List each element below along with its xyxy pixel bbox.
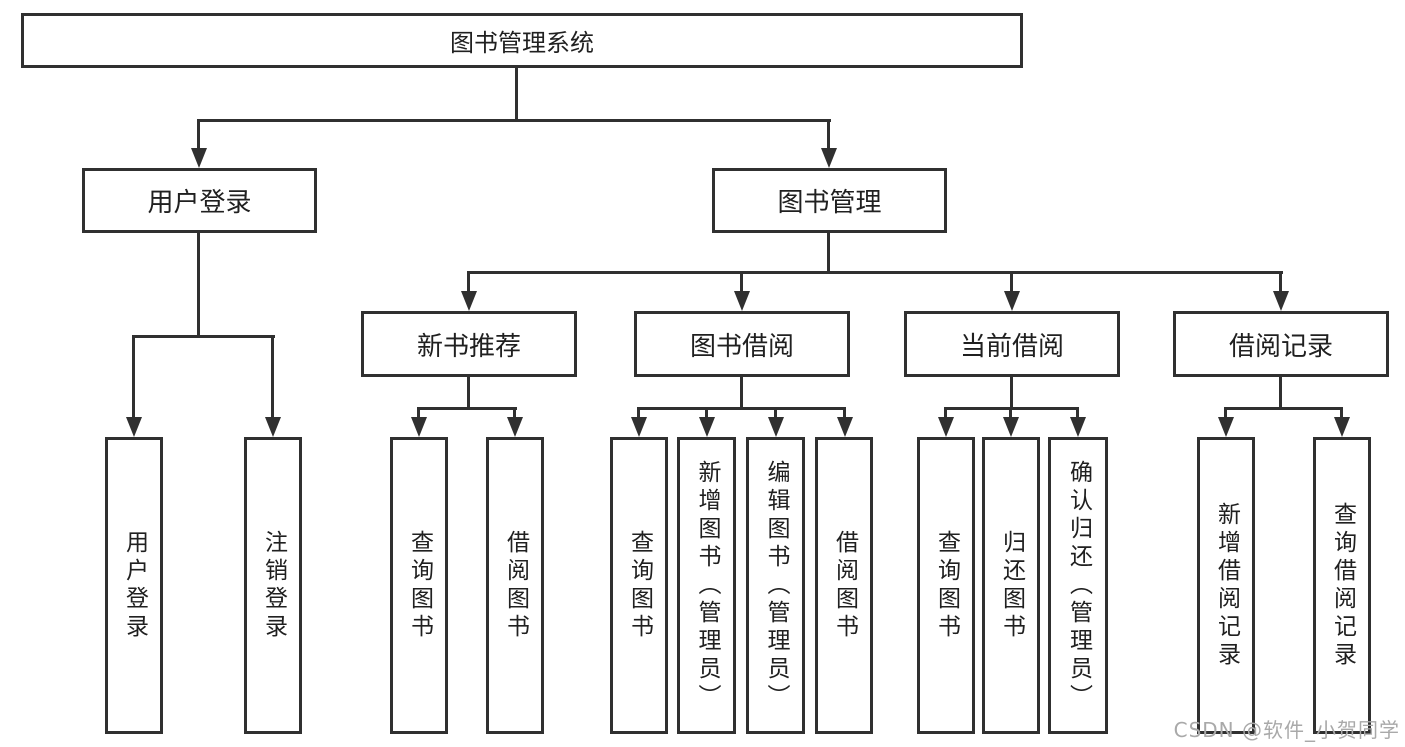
connector-line (197, 233, 200, 338)
node-label: 用户登录 (121, 529, 148, 642)
arrowhead-down (734, 291, 750, 311)
node-book-management: 图书管理 (712, 168, 947, 233)
leaf-query-borrow-record: 查询借阅记录 (1313, 437, 1371, 734)
connector-line (132, 335, 135, 419)
connector-line (944, 407, 947, 421)
leaf-add-book-admin: 新增图书（管理员） (677, 437, 736, 734)
connector-line (271, 335, 274, 419)
connector-line (468, 271, 1283, 274)
arrowhead-down (265, 417, 281, 437)
arrowhead-down (1070, 417, 1086, 437)
connector-line (197, 119, 831, 122)
node-library-management-system: 图书管理系统 (21, 13, 1023, 68)
arrowhead-down (699, 417, 715, 437)
connector-line (827, 119, 830, 151)
leaf-confirm-return-admin: 确认归还（管理员） (1048, 437, 1108, 734)
arrowhead-down (1334, 417, 1350, 437)
node-label: 新增借阅记录 (1213, 501, 1240, 670)
leaf-query-books-1: 查询图书 (390, 437, 448, 734)
node-label: 查询图书 (626, 529, 653, 642)
arrowhead-down (461, 291, 477, 311)
connector-line (740, 377, 743, 410)
arrowhead-down (191, 148, 207, 168)
arrowhead-down (837, 417, 853, 437)
connector-line (774, 407, 777, 421)
node-label: 图书借阅 (689, 331, 794, 362)
arrowhead-down (1003, 417, 1019, 437)
leaf-user-login: 用户登录 (105, 437, 163, 734)
node-label: 借阅图书 (502, 529, 529, 642)
node-label: 查询借阅记录 (1329, 501, 1356, 670)
connector-line (418, 407, 517, 410)
node-label: 新书推荐 (416, 331, 521, 362)
connector-line (133, 335, 275, 338)
node-book-borrowing: 图书借阅 (634, 311, 850, 377)
arrowhead-down (821, 148, 837, 168)
arrowhead-down (768, 417, 784, 437)
connector-line (1340, 407, 1343, 421)
leaf-query-books-2: 查询图书 (610, 437, 668, 734)
connector-line (467, 377, 470, 410)
arrowhead-down (126, 417, 142, 437)
connector-line (467, 271, 470, 293)
node-label: 编辑图书（管理员） (763, 459, 789, 712)
connector-line (417, 407, 420, 421)
connector-line (705, 407, 708, 421)
leaf-query-books-3: 查询图书 (917, 437, 975, 734)
connector-line (513, 407, 516, 421)
node-label: 确认归还（管理员） (1065, 459, 1092, 712)
connector-line (637, 407, 640, 421)
arrowhead-down (411, 417, 427, 437)
connector-line (945, 407, 1079, 410)
connector-line (638, 407, 846, 410)
arrowhead-down (938, 417, 954, 437)
node-label: 查询图书 (933, 529, 960, 642)
node-label: 用户登录 (147, 188, 252, 218)
node-label: 新增图书（管理员） (694, 459, 720, 712)
node-label: 图书管理系统 (450, 29, 594, 57)
node-label: 查询图书 (406, 529, 433, 642)
connector-line (1279, 271, 1282, 293)
leaf-return-book: 归还图书 (982, 437, 1040, 734)
arrowhead-down (1004, 291, 1020, 311)
arrowhead-down (1218, 417, 1234, 437)
node-current-borrowing: 当前借阅 (904, 311, 1120, 377)
connector-line (197, 119, 200, 151)
connector-line (1009, 407, 1012, 421)
connector-line (740, 271, 743, 293)
connector-line (1076, 407, 1079, 421)
connector-line (827, 233, 830, 274)
node-label: 当前借阅 (959, 331, 1064, 362)
node-label: 注销登录 (260, 529, 287, 642)
arrowhead-down (631, 417, 647, 437)
leaf-logout: 注销登录 (244, 437, 302, 734)
leaf-borrow-books-2: 借阅图书 (815, 437, 873, 734)
connector-line (1279, 377, 1282, 410)
arrowhead-down (1273, 291, 1289, 311)
node-label: 借阅图书 (831, 529, 858, 642)
leaf-add-borrow-record: 新增借阅记录 (1197, 437, 1255, 734)
node-label: 借阅记录 (1228, 331, 1333, 362)
node-label: 图书管理 (777, 188, 882, 218)
leaf-edit-book-admin: 编辑图书（管理员） (746, 437, 805, 734)
watermark: CSDN @软件_小贺同学 (1173, 718, 1400, 742)
connector-line (1010, 271, 1013, 293)
connector-line (1224, 407, 1227, 421)
connector-line (843, 407, 846, 421)
node-label: 归还图书 (998, 529, 1025, 642)
connector-line (1225, 407, 1343, 410)
arrowhead-down (507, 417, 523, 437)
leaf-borrow-books-1: 借阅图书 (486, 437, 544, 734)
node-user-login: 用户登录 (82, 168, 317, 233)
connector-line (1010, 377, 1013, 410)
connector-line (515, 66, 518, 122)
node-borrowing-records: 借阅记录 (1173, 311, 1389, 377)
node-new-book-recommend: 新书推荐 (361, 311, 577, 377)
